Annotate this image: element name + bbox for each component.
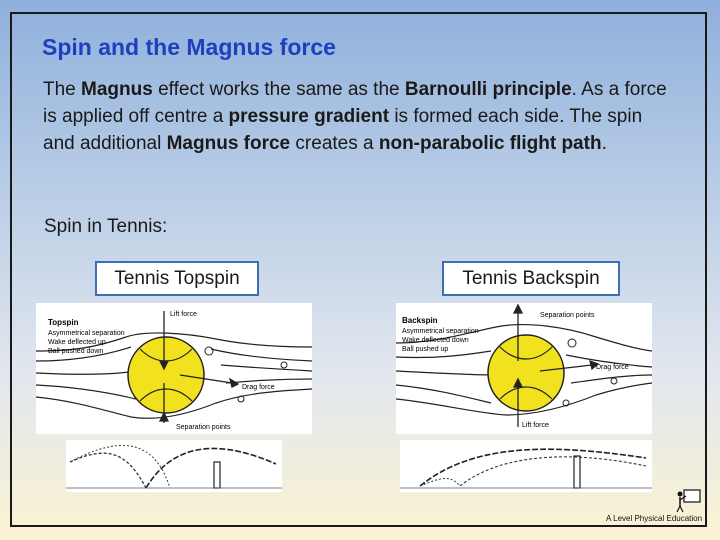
teacher-board-icon: [676, 489, 701, 513]
slide-title: Spin and the Magnus force: [42, 34, 336, 60]
spin-subheading: Spin in Tennis:: [44, 216, 168, 237]
bold-term: Barnoulli principle: [404, 79, 572, 100]
paragraph-text: creates a: [290, 133, 379, 154]
backspin-ball: [487, 334, 565, 412]
topspin-ball: [127, 336, 205, 414]
topspin-flow-diagram: Topspin Asymmetrical separation Wake def…: [36, 303, 312, 434]
topspin-label: Tennis Topspin: [114, 267, 240, 289]
topspin-heading: Topspin: [48, 318, 79, 327]
bold-term: pressure gradient: [228, 106, 390, 127]
backspin-trajectory: [400, 440, 652, 492]
paragraph-text: effect works the same as the: [152, 79, 405, 100]
topspin-note-2: Wake deflected up: [48, 339, 106, 346]
bold-term: Magnus force: [166, 133, 291, 154]
backspin-flow-diagram: Backspin Asymmetrical separation Wake de…: [396, 303, 652, 434]
backspin-label: Tennis Backspin: [462, 267, 600, 289]
backspin-note-1: Asymmetrical separation: [402, 328, 479, 335]
topspin-note-1: Asymmetrical separation: [48, 330, 125, 337]
backspin-note-2: Wake deflected down: [402, 337, 469, 344]
topspin-label-box: Tennis Topspin: [95, 261, 259, 296]
topspin-separation-label: Separation points: [176, 424, 231, 431]
topspin-drag-label: Drag force: [242, 384, 275, 391]
topspin-lift-label: Lift force: [170, 311, 197, 318]
bold-term: non-parabolic flight path: [378, 133, 602, 154]
footer-logo-text: A Level Physical Education: [606, 514, 703, 523]
paragraph-text: is formed each side. The spin and additi…: [43, 106, 643, 154]
paragraph-text: .: [601, 133, 607, 154]
paragraph-text: . As a force is applied off centre a: [43, 79, 667, 127]
bold-term: Magnus: [81, 79, 153, 100]
backspin-label-box: Tennis Backspin: [442, 261, 620, 296]
paragraph-text: The: [43, 79, 82, 100]
topspin-trajectory: [66, 440, 282, 492]
slide-frame: [10, 12, 707, 527]
topspin-note-3: Ball pushed down: [48, 348, 103, 355]
footer-logo: [600, 488, 710, 528]
backspin-drag-label: Drag force: [596, 364, 629, 371]
backspin-separation-label: Separation points: [540, 312, 595, 319]
backspin-note-3: Ball pushed up: [402, 346, 448, 353]
body-paragraph: The Magnus effect works the same as the …: [43, 76, 673, 157]
backspin-lift-label: Lift force: [522, 422, 549, 429]
backspin-heading: Backspin: [402, 316, 438, 325]
